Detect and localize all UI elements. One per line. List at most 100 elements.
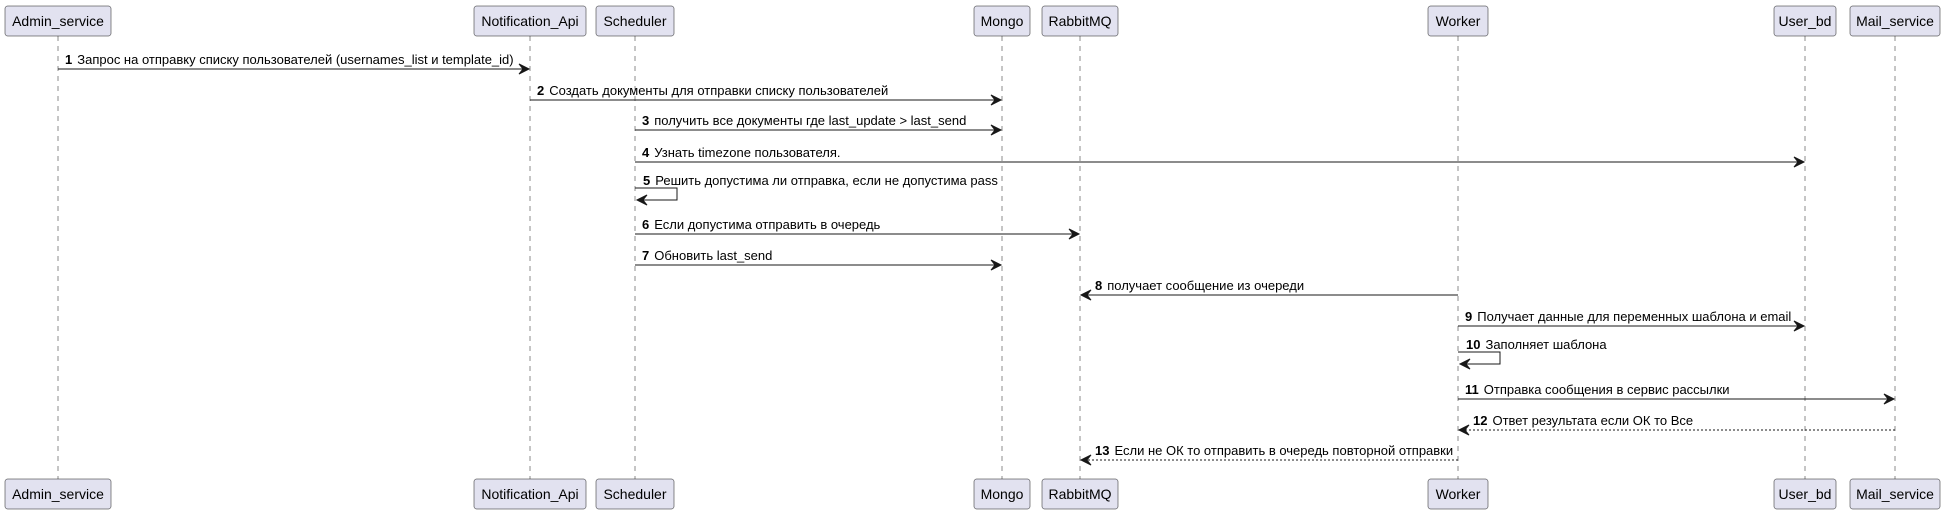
message-9: 9 Получает данные для переменных шаблона … [1458, 309, 1806, 332]
arrow-head [635, 194, 648, 206]
participant-name: Scheduler [603, 486, 666, 502]
message-label: 5 Решить допустима ли отправка, если не д… [643, 173, 998, 188]
message-number: 5 [643, 173, 650, 188]
arrow-head [1068, 228, 1081, 240]
message-text: получить все документы где last_update >… [654, 113, 966, 128]
message-number: 3 [642, 113, 649, 128]
message-text: Если допустима отправить в очередь [654, 217, 880, 232]
message-13: 13 Если не ОК то отправить в очередь повт… [1079, 443, 1458, 466]
participant-box [4, 478, 112, 510]
participant-sched-bottom: Scheduler [595, 478, 675, 510]
message-label: 9 Получает данные для переменных шаблона … [1465, 309, 1791, 324]
arrow-head [518, 63, 531, 75]
participant-box [595, 478, 675, 510]
message-line [635, 187, 678, 201]
participant-name: User_bd [1779, 13, 1832, 29]
message-11: 11 Отправка сообщения в сервис рассылки [1458, 382, 1896, 405]
arrow-head [1457, 424, 1470, 436]
message-label: 3 получить все документы где last_update … [642, 113, 966, 128]
message-text: Узнать timezone пользователя. [654, 145, 840, 160]
message-label: 11 Отправка сообщения в сервис рассылки [1465, 382, 1730, 397]
arrow-head [1079, 454, 1092, 466]
participant-notif-top: Notification_Api [473, 5, 587, 37]
message-text: Создать документы для отправки списку по… [549, 83, 888, 98]
message-number: 13 [1095, 443, 1109, 458]
message-number: 6 [642, 217, 649, 232]
message-10: 10 Заполняет шаблона [1458, 337, 1607, 370]
participant-mongo-bottom: Mongo [973, 478, 1031, 510]
arrow-head [1079, 289, 1092, 301]
message-3: 3 получить все документы где last_update … [635, 113, 1003, 136]
participant-name: Mongo [981, 13, 1024, 29]
participant-worker-bottom: Worker [1427, 478, 1489, 510]
message-number: 11 [1465, 382, 1479, 397]
participant-box [4, 5, 112, 37]
message-line [1458, 351, 1501, 365]
participant-sched-top: Scheduler [595, 5, 675, 37]
participant-name: Admin_service [12, 486, 104, 502]
participant-box [973, 5, 1031, 37]
participant-name: RabbitMQ [1048, 486, 1111, 502]
message-text: Отправка сообщения в сервис рассылки [1484, 382, 1730, 397]
message-text: Получает данные для переменных шаблона и… [1477, 309, 1791, 324]
participant-name: Mongo [981, 486, 1024, 502]
participant-box [1849, 5, 1941, 37]
participant-box [1773, 5, 1837, 37]
message-label: 13 Если не ОК то отправить в очередь повт… [1095, 443, 1453, 458]
message-2: 2 Создать документы для отправки списку п… [530, 83, 1003, 106]
participant-box [473, 478, 587, 510]
message-number: 2 [537, 83, 544, 98]
participant-notif-bottom: Notification_Api [473, 478, 587, 510]
message-text: получает сообщение из очереди [1107, 278, 1304, 293]
message-text: Решить допустима ли отправка, если не до… [655, 173, 998, 188]
participant-box [1041, 478, 1119, 510]
participant-name: Notification_Api [481, 13, 578, 29]
participant-admin-top: Admin_service [4, 5, 112, 37]
message-5: 5 Решить допустима ли отправка, если не д… [635, 173, 998, 206]
participant-box [1427, 478, 1489, 510]
message-number: 12 [1473, 413, 1487, 428]
participant-name: Mail_service [1856, 486, 1934, 502]
participant-box [1849, 478, 1941, 510]
message-text: Заполняет шаблона [1485, 337, 1607, 352]
message-label: 6 Если допустима отправить в очередь [642, 217, 881, 232]
participant-name: Worker [1436, 13, 1481, 29]
participant-box [473, 5, 587, 37]
message-text: Если не ОК то отправить в очередь повтор… [1114, 443, 1453, 458]
message-label: 8 получает сообщение из очереди [1095, 278, 1304, 293]
message-number: 10 [1466, 337, 1480, 352]
participant-rabbit-bottom: RabbitMQ [1041, 478, 1119, 510]
message-6: 6 Если допустима отправить в очередь [635, 217, 1081, 240]
message-8: 8 получает сообщение из очереди [1079, 278, 1458, 301]
participant-name: User_bd [1779, 486, 1832, 502]
message-number: 8 [1095, 278, 1102, 293]
participant-name: Worker [1436, 486, 1481, 502]
message-number: 7 [642, 248, 649, 263]
message-label: 2 Создать документы для отправки списку п… [537, 83, 888, 98]
message-text: Запрос на отправку списку пользователей … [77, 52, 513, 67]
arrow-head [990, 124, 1003, 136]
message-12: 12 Ответ результата если ОК то Все [1457, 413, 1895, 436]
arrow-head [1793, 156, 1806, 168]
participant-name: Notification_Api [481, 486, 578, 502]
participant-name: Mail_service [1856, 13, 1934, 29]
arrow-head [1793, 320, 1806, 332]
participant-name: Admin_service [12, 13, 104, 29]
participant-worker-top: Worker [1427, 5, 1489, 37]
participant-mail-bottom: Mail_service [1849, 478, 1941, 510]
participant-name: RabbitMQ [1048, 13, 1111, 29]
participant-userbd-bottom: User_bd [1773, 478, 1837, 510]
participant-mail-top: Mail_service [1849, 5, 1941, 37]
arrow-head [1883, 393, 1896, 405]
participant-name: Scheduler [603, 13, 666, 29]
message-label: 10 Заполняет шаблона [1466, 337, 1607, 352]
message-text: Обновить last_send [654, 248, 772, 263]
participant-box [1773, 478, 1837, 510]
message-text: Ответ результата если ОК то Все [1492, 413, 1693, 428]
message-number: 9 [1465, 309, 1472, 324]
message-label: 7 Обновить last_send [642, 248, 772, 263]
arrow-head [990, 94, 1003, 106]
